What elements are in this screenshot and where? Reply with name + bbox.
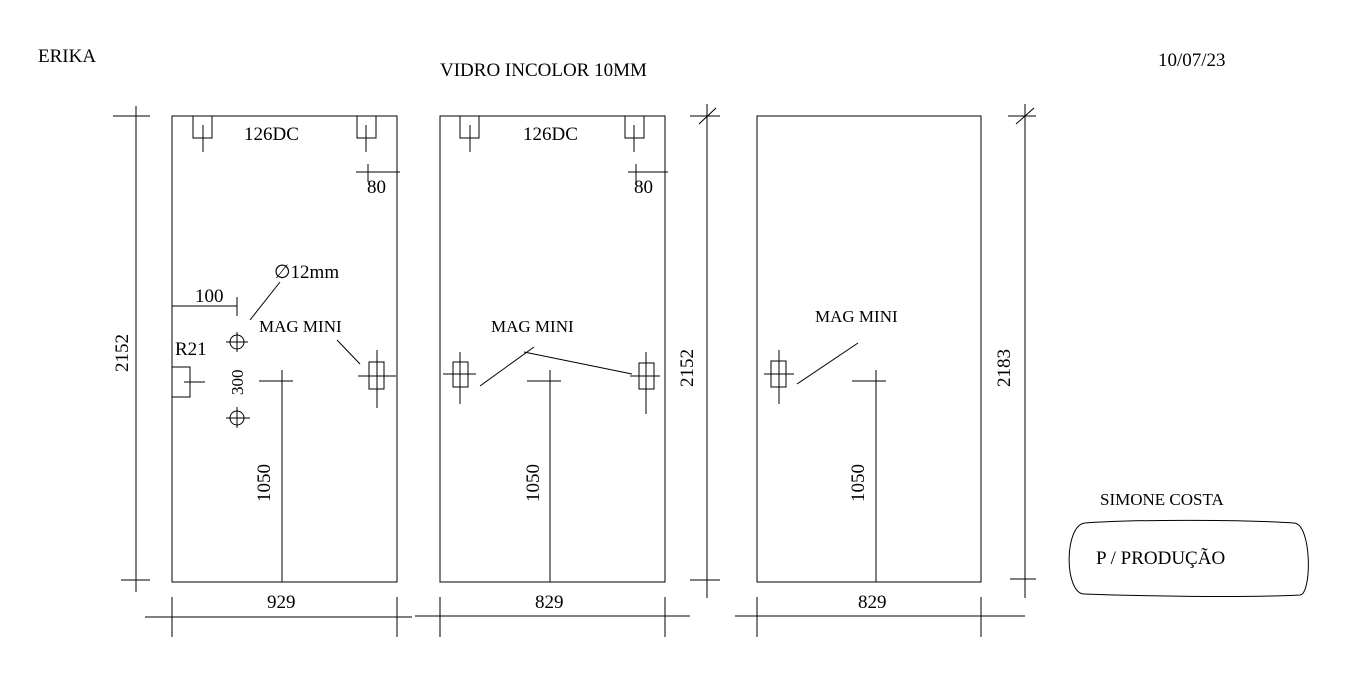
- panel-2-lock-label: MAG MINI: [491, 317, 574, 336]
- panel-3-width: 829: [858, 592, 887, 613]
- panel-2-height-slash: [698, 107, 717, 125]
- panel-1-lock-label: MAG MINI: [259, 317, 342, 336]
- panel-1: 126DC 80 ∅12mm 100 300 R21 MAG MINI: [112, 106, 412, 637]
- panel-2-lock-right: [630, 352, 660, 414]
- panel-1-top-hinge-left: [192, 115, 213, 152]
- panel-1-hole-leader: [249, 281, 281, 321]
- panel-3: MAG MINI 1050 2183 829: [735, 104, 1036, 637]
- panel-1-handle-height: 1050: [254, 464, 275, 502]
- panel-1-hole-diameter: ∅12mm: [274, 262, 339, 283]
- panel-2-handle-height: 1050: [523, 464, 544, 502]
- production-stamp: P / PRODUÇÃO: [1096, 547, 1225, 569]
- author-name: SIMONE COSTA: [1100, 490, 1225, 509]
- panel-3-height: 2183: [994, 349, 1015, 387]
- panel-2-lock-leader-right: [523, 351, 633, 375]
- panel-2-width: 829: [535, 592, 564, 613]
- drawing-title: VIDRO INCOLOR 10MM: [440, 60, 647, 81]
- panel-2-outline: [439, 115, 666, 583]
- panel-1-hardware-label: 126DC: [244, 124, 299, 145]
- panel-3-lock-label: MAG MINI: [815, 307, 898, 326]
- panel-1-lock-leader: [336, 339, 361, 365]
- panel-1-height: 2152: [112, 334, 133, 372]
- panel-1-hole-top: [226, 332, 248, 352]
- panel-1-dim-80: 80: [367, 177, 386, 198]
- panel-2-hardware-label: 126DC: [523, 124, 578, 145]
- drawing-date: 10/07/23: [1158, 50, 1226, 71]
- panel-2: 126DC 80 MAG MINI 1050 2152 829: [415, 104, 720, 637]
- panel-1-lock: [358, 350, 396, 408]
- panel-2-top-hinge-left: [459, 115, 480, 152]
- panel-3-lock-leader: [796, 342, 859, 385]
- panel-2-lock-left: [443, 352, 476, 404]
- panel-2-lock-leader-left: [479, 346, 535, 387]
- panel-3-outline: [756, 115, 982, 583]
- production-stamp-box: [1068, 519, 1309, 598]
- panel-3-lock: [764, 350, 794, 404]
- panel-1-dim-300: 300: [228, 370, 247, 396]
- panel-2-dim-80: 80: [634, 177, 653, 198]
- client-name: ERIKA: [38, 46, 96, 67]
- panel-1-outline: [171, 115, 398, 583]
- panel-3-height-slash: [1015, 107, 1035, 125]
- panel-1-radius: R21: [175, 339, 207, 360]
- panel-1-top-hinge-right: [356, 115, 377, 152]
- panel-1-hole-bottom: [226, 407, 250, 428]
- panel-2-height: 2152: [677, 349, 698, 387]
- panel-2-top-hinge-right: [624, 115, 645, 152]
- panel-3-handle-height: 1050: [848, 464, 869, 502]
- panel-1-dim-100: 100: [195, 286, 224, 307]
- panel-1-width: 929: [267, 592, 296, 613]
